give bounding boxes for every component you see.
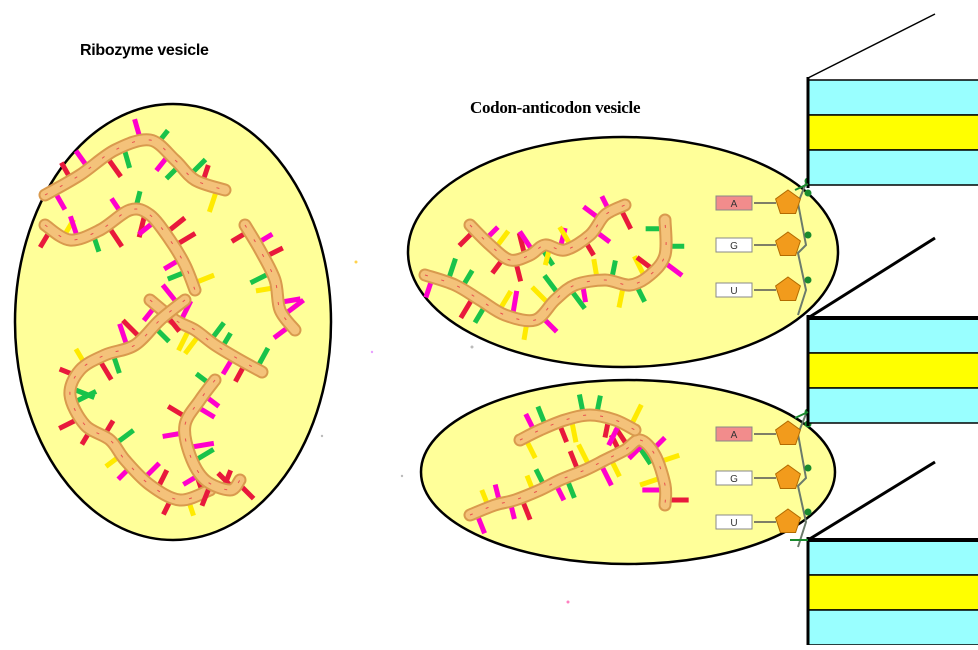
codon-base-letter: A (731, 199, 738, 210)
backbone-phosphate-dot (805, 232, 812, 239)
codon-base-letter: U (730, 518, 737, 529)
stray-dot (567, 601, 570, 604)
backbone-phosphate-dot (805, 277, 812, 284)
membrane-layer (808, 115, 978, 150)
codon-base-letter: G (730, 241, 738, 252)
membrane-layer (808, 610, 978, 645)
stray-dot (401, 475, 403, 477)
codon-anticodon-vesicle-lower (421, 380, 835, 564)
membrane-bilayer-stacks (790, 14, 978, 645)
membrane-layer (808, 575, 978, 610)
codon-base-letter: A (731, 430, 738, 441)
stray-dot (355, 261, 358, 264)
codon-anticodon-vesicle-upper (408, 137, 838, 367)
codon-base-letter: U (730, 286, 737, 297)
codon-anticodon-vesicle-label: Codon-anticodon vesicle (470, 98, 640, 118)
membrane-layer (808, 353, 978, 388)
stray-dot (471, 346, 474, 349)
membrane-layer (808, 150, 978, 185)
ribozyme-vesicle-label: Ribozyme vesicle (80, 42, 209, 60)
codon-base-letter: G (730, 474, 738, 485)
backbone-phosphate-dot (805, 509, 812, 516)
membrane-layer (808, 388, 978, 423)
backbone-phosphate-dot (805, 190, 812, 197)
perspective-line (808, 14, 935, 78)
stray-dot (321, 435, 323, 437)
membrane-layer (808, 540, 978, 575)
backbone-phosphate-dot (805, 465, 812, 472)
membrane-layer (808, 318, 978, 353)
membrane-layer (808, 80, 978, 115)
stray-dot (371, 351, 373, 353)
